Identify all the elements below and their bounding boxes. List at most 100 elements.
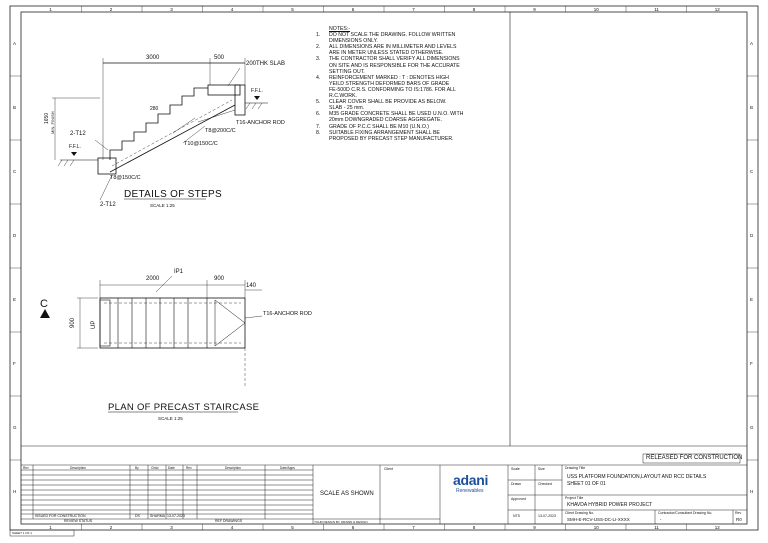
plan-up-label: UP bbox=[91, 320, 97, 329]
drawing-title-1: USS PLATFORM FOUNDATION,LAYOUT AND RCC D… bbox=[567, 474, 707, 480]
bar-2t12-label: 2-T12 bbox=[70, 131, 86, 137]
plan-anchor-rod-label: T16-ANCHOR ROD bbox=[263, 311, 312, 317]
grid-row-label: H bbox=[750, 489, 754, 494]
anchor-rod-label: T16-ANCHOR ROD bbox=[236, 120, 285, 126]
review-status: REVIEW STATUS bbox=[64, 519, 93, 523]
steps-scale: SCALE 1:25 bbox=[150, 203, 175, 208]
note-text: CLEAR COVER SHALL BE PROVIDE AS BELOW. bbox=[329, 99, 447, 106]
note-text: THE CONTRACTOR SHALL VERIFY ALL DIMENSIO… bbox=[329, 56, 460, 63]
drawing-title-2: SHEET 01 OF 01 bbox=[567, 481, 606, 487]
grid-column-label: 12 bbox=[714, 6, 720, 12]
precast-plan-drawing bbox=[40, 275, 263, 413]
height-sub-label: MIN. FINISH bbox=[50, 111, 55, 134]
checked-label: Checked bbox=[538, 482, 552, 486]
grid-column-label: 6 bbox=[351, 6, 355, 12]
note-text: SUITABLE FIXING ARRANGEMENT SHALL BE bbox=[329, 129, 440, 136]
note-number: 4. bbox=[316, 74, 321, 81]
ref-drawings: REF DRAWINGS bbox=[215, 519, 243, 523]
slab-label: 200THK SLAB bbox=[246, 61, 286, 67]
steps-detail-drawing bbox=[52, 58, 268, 201]
plan-title: PLAN OF PRECAST STAIRCASE bbox=[108, 402, 260, 413]
grid-row-label: C bbox=[750, 169, 754, 174]
dim-3000-label: 3000 bbox=[146, 55, 160, 61]
note-number: 5. bbox=[316, 99, 321, 106]
grid-column-label: 10 bbox=[593, 524, 599, 530]
grid-column-label: 9 bbox=[533, 6, 536, 12]
project-title-label: Project Title bbox=[565, 496, 584, 500]
note-text: DO NOT SCALE THE DRAWING. FOLLOW WRITTEN bbox=[329, 32, 456, 38]
revision-header: By bbox=[135, 465, 139, 470]
note-text: PROPOSED BY PRECAST STEP MANUFACTURER. bbox=[329, 135, 454, 142]
drawing-title-label: Drawing Title bbox=[565, 466, 586, 470]
grid-row-label: F bbox=[750, 361, 753, 366]
dim-500-label: 500 bbox=[214, 55, 225, 61]
grid-column-label: 10 bbox=[593, 6, 599, 12]
note-text: YEILD STRENGTH DEFORMED BARS OF GRADE bbox=[329, 80, 450, 87]
grid-row-label: A bbox=[750, 41, 754, 46]
grid-row-label: G bbox=[13, 425, 17, 430]
plan-scale: SCALE 1:25 bbox=[158, 416, 183, 421]
ip-label: IP1 bbox=[174, 269, 184, 275]
note-text: FE-500D C.R.S. CONFORMING TO IS:1786. FO… bbox=[329, 86, 456, 93]
plan-dim-2000: 2000 bbox=[146, 276, 160, 282]
ffl-bottom-label: F.F.L. bbox=[69, 144, 81, 150]
note-text: 20mm DOWNGRADED COARSE AGGREGATE. bbox=[329, 117, 442, 124]
rev-value: R0 bbox=[736, 517, 742, 522]
grid-column-label: 6 bbox=[351, 524, 355, 530]
revision-header: Rev bbox=[23, 465, 29, 470]
grid-column-label: 11 bbox=[654, 6, 659, 12]
riser-dim-label: 280 bbox=[150, 106, 159, 112]
grid-column-label: 1 bbox=[49, 6, 52, 12]
rev-row-desc: ISSUED FOR CONSTRUCTION bbox=[35, 514, 86, 518]
adani-logo: adani bbox=[453, 472, 489, 488]
note-text: GRADE OF P.C.C SHALL BE M10 (U.N.O.) bbox=[329, 123, 430, 130]
contractor-drg-no: - bbox=[660, 517, 662, 522]
plan-dim-140: 140 bbox=[246, 283, 257, 289]
grid-column-label: 4 bbox=[230, 6, 234, 12]
revision-header: Description bbox=[70, 465, 86, 470]
grid-row-label: H bbox=[13, 489, 17, 494]
grid-column-label: 7 bbox=[412, 524, 415, 530]
design-by: YOUR DESIGN BY, DRAWN & DESIGN bbox=[314, 520, 368, 524]
date-value: 13-07-2023 bbox=[538, 514, 556, 518]
note-text: ON SITE AND IS RESPONSIBLE FOR THE ACCUR… bbox=[329, 62, 460, 69]
note-number: 8. bbox=[316, 129, 321, 136]
bar-t8-bottom-label: T8@150C/C bbox=[110, 175, 141, 181]
grid-column-label: 1 bbox=[49, 524, 52, 530]
contractor-drg-label: Contractor/Consultant Drawing No. bbox=[658, 511, 713, 515]
revision-header: Rev bbox=[186, 465, 192, 470]
rev-row-date: 13-07-2023 bbox=[167, 514, 185, 518]
client-drg-no: SMH-E-RCV-USS-DC-LI-XXXX bbox=[567, 517, 630, 522]
grid-row-label: A bbox=[13, 41, 17, 46]
title-block-lines bbox=[21, 453, 747, 524]
notes-heading: NOTES:- bbox=[329, 26, 351, 32]
note-number: 1. bbox=[316, 32, 321, 38]
grid-row-label: C bbox=[13, 169, 17, 174]
revision-header: Date/Apps bbox=[280, 465, 295, 470]
note-text: REINFORCEMENT MARKED : T : DENOTES HIGH bbox=[329, 74, 449, 81]
note-text: M35 GRADE CONCRETE SHALL BE USED U.N.O. … bbox=[329, 111, 464, 118]
client-label: Client bbox=[384, 467, 393, 471]
adani-sub: Renewables bbox=[456, 488, 484, 494]
grid-column-label: 3 bbox=[170, 524, 173, 530]
note-text: SLAB - 25 mm. bbox=[329, 105, 365, 112]
grid-row-label: E bbox=[13, 297, 17, 302]
scale-label: Scale bbox=[511, 467, 520, 471]
scale-as-shown: SCALE AS SHOWN bbox=[320, 491, 374, 497]
grid-column-label: 9 bbox=[533, 524, 536, 530]
grid-column-label: 5 bbox=[291, 524, 294, 530]
grid-row-label: G bbox=[750, 425, 754, 430]
project-title: KHAVDA HYBRID POWER PROJECT bbox=[567, 502, 653, 508]
sheet-label: SHEET 1 OF 1 bbox=[12, 531, 32, 535]
revision-header: Chkd bbox=[151, 465, 159, 470]
note-text: ARE IN METER UNLESS STATED OTHERWISE. bbox=[329, 50, 444, 57]
grid-row-label: E bbox=[750, 297, 754, 302]
size-label: Size bbox=[538, 467, 545, 471]
plan-width-dim: 900 bbox=[70, 317, 76, 328]
note-text: R.C.WORK. bbox=[329, 93, 357, 99]
grid-column-label: 7 bbox=[412, 6, 415, 12]
drawn-label: Drawn bbox=[511, 482, 522, 486]
approved-label: Approved bbox=[511, 497, 526, 501]
rev-row-by: DS bbox=[135, 514, 140, 518]
